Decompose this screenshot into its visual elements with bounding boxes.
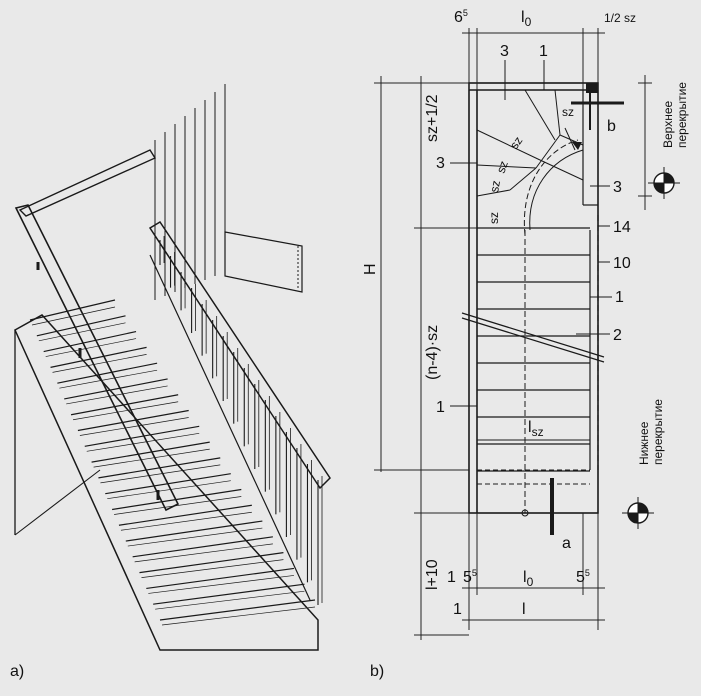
sz-mark: sz bbox=[487, 212, 501, 224]
label-3-left: 3 bbox=[436, 155, 445, 172]
tread bbox=[29, 299, 116, 321]
treads bbox=[29, 299, 316, 626]
dim-top-mid: l0 bbox=[521, 9, 532, 29]
tread-nosing bbox=[66, 385, 168, 405]
tread-nosing bbox=[161, 606, 316, 626]
dim-bottom-right: 55 bbox=[576, 568, 590, 586]
dim-left-overall: H bbox=[362, 263, 379, 275]
tread-nosing bbox=[52, 354, 147, 373]
label-1-top: 1 bbox=[539, 43, 548, 60]
tread-nosing bbox=[100, 464, 221, 484]
tread-nosing bbox=[127, 527, 263, 547]
ceiling-beam bbox=[224, 231, 303, 293]
dim-top-right: 1/2 sz bbox=[604, 11, 636, 25]
tread bbox=[132, 536, 273, 558]
lower-floor-text: Нижнееперекрытие bbox=[637, 399, 665, 465]
tread-nosing bbox=[72, 401, 179, 421]
panel-b-label: b) bbox=[370, 663, 384, 680]
lower-level-symbol bbox=[622, 497, 654, 529]
section-b-mark: b bbox=[607, 118, 616, 135]
tread-nosing bbox=[86, 432, 200, 452]
label-3-right: 3 bbox=[613, 179, 622, 196]
post bbox=[586, 83, 598, 93]
tread bbox=[112, 488, 242, 511]
tread bbox=[57, 362, 158, 384]
tread bbox=[36, 315, 126, 337]
dim-bottom-one-a: 1 bbox=[447, 569, 456, 586]
tread-nosing bbox=[155, 590, 305, 610]
plan-treads bbox=[477, 227, 590, 472]
tread bbox=[159, 599, 316, 621]
section-a-mark: a bbox=[562, 535, 571, 552]
tread-nosing bbox=[79, 417, 189, 436]
tread bbox=[98, 457, 221, 479]
label-10: 10 bbox=[613, 255, 631, 272]
dim-bottom-l: l bbox=[522, 601, 526, 618]
tread-nosing bbox=[120, 511, 252, 531]
dim-left-bottom: l+10 bbox=[424, 559, 441, 590]
label-lsz: lsz bbox=[528, 419, 544, 439]
perspective-staircase: a) bbox=[10, 84, 331, 680]
dim-bottom-one-b: 1 bbox=[453, 601, 462, 618]
sz-mark: sz bbox=[562, 105, 574, 119]
tread bbox=[91, 441, 210, 463]
label-3-top: 3 bbox=[500, 43, 509, 60]
dim-left-lower: (n-4)·sz bbox=[424, 325, 441, 380]
tread bbox=[70, 394, 179, 416]
balustrade-rail bbox=[148, 220, 331, 490]
tread bbox=[139, 552, 284, 574]
upper-floor-text: Верхнееперекрытие bbox=[661, 82, 689, 148]
tread-nosing bbox=[31, 306, 116, 326]
sz-mark: sz bbox=[494, 159, 511, 175]
label-1-right: 1 bbox=[615, 289, 624, 306]
upper-balusters bbox=[154, 84, 226, 300]
label-14: 14 bbox=[613, 219, 631, 236]
panel-a-label: a) bbox=[10, 663, 24, 680]
tread-nosing bbox=[134, 543, 273, 563]
tread-nosing bbox=[38, 322, 126, 342]
tread-nosing bbox=[59, 369, 158, 389]
tread-nosing bbox=[45, 338, 137, 357]
tread bbox=[105, 473, 231, 495]
dim-top-left: 65 bbox=[454, 8, 468, 26]
tread bbox=[84, 425, 200, 447]
tread bbox=[43, 330, 137, 353]
tread-nosing bbox=[148, 575, 294, 594]
sz-mark: sz bbox=[487, 179, 503, 193]
tread-nosing bbox=[107, 480, 231, 500]
upper-beam bbox=[18, 149, 157, 217]
label-2: 2 bbox=[613, 327, 622, 344]
tread bbox=[77, 409, 189, 432]
upper-level-symbol bbox=[648, 167, 680, 199]
handrail bbox=[14, 204, 180, 512]
tread bbox=[146, 567, 295, 590]
outer-stringer bbox=[14, 314, 319, 651]
sz-mark: sz bbox=[507, 134, 525, 152]
winders bbox=[476, 89, 584, 517]
dim-bottom-left: 55 bbox=[463, 568, 477, 586]
tread bbox=[50, 346, 147, 368]
tread bbox=[153, 583, 305, 605]
label-1-left: 1 bbox=[436, 399, 445, 416]
stair-plan: a b 3 1 3 3 14 10 1 2 1 lsz sz sz sz sz … bbox=[362, 8, 689, 680]
tread-nosing bbox=[93, 448, 210, 468]
tread bbox=[125, 520, 263, 542]
dim-left-upper: sz+1/2 bbox=[424, 94, 441, 142]
tread-nosing bbox=[141, 559, 284, 578]
tread bbox=[64, 378, 168, 400]
dim-bottom-mid: l0 bbox=[523, 569, 534, 589]
tread bbox=[118, 504, 252, 526]
tread-nosing bbox=[114, 496, 242, 515]
